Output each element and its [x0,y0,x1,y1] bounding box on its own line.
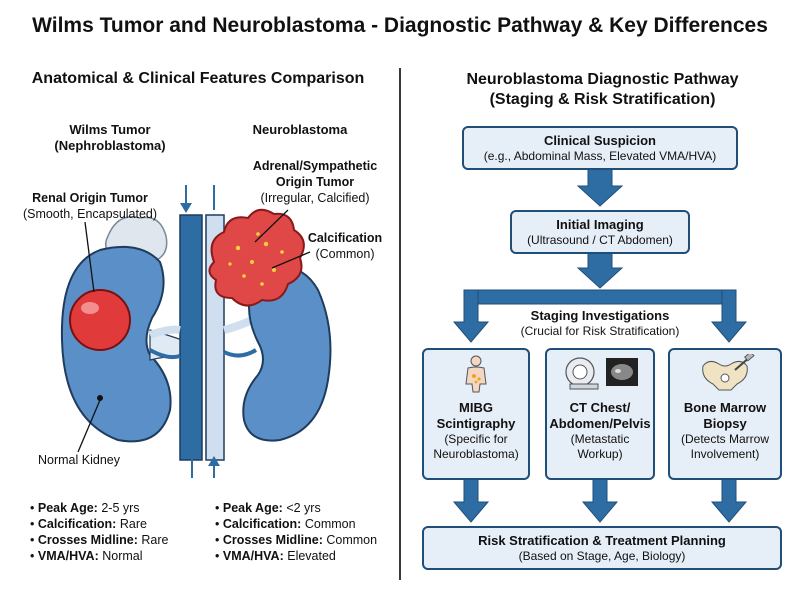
wilms-fact-item: • Crosses Midline: Rare [30,533,169,547]
neuro-fact-item: • VMA/HVA: Elevated [215,549,336,563]
flow-arrow-mibg [452,475,490,523]
ct-box: CT Chest/ Abdomen/Pelvis (Metastatic Wor… [545,348,655,480]
flow-arrow-ct [581,477,619,523]
left-panel-heading: Anatomical & Clinical Features Compariso… [31,70,365,87]
clinical-suspicion-box: Clinical Suspicion (e.g., Abdominal Mass… [462,126,738,170]
flow-arrow-right [710,289,748,343]
wilms-column-title: Wilms Tumor (Nephroblastoma) [54,122,166,153]
right-panel-heading: Neuroblastoma Diagnostic Pathway (Stagin… [466,71,739,108]
wilms-fact-item: • Peak Age: 2-5 yrs [30,501,140,515]
flow-arrow-1 [576,167,624,207]
renal-origin-label: Renal Origin Tumor (Smooth, Encapsulated… [22,191,158,221]
neuro-column-title: Neuroblastoma [252,122,348,137]
calcification-label: Calcification (Common) [307,231,383,261]
staging-investigations-label: Staging Investigations (Crucial for Risk… [520,308,680,338]
wilms-facts-list: • Peak Age: 2-5 yrs • Calcification: Rar… [30,500,168,564]
wilms-fact-item: • VMA/HVA: Normal [30,549,143,563]
neuroblastoma-tumor [208,208,305,307]
body-scan-icon [465,355,487,393]
risk-stratification-box: Risk Stratification & Treatment Planning… [422,526,782,570]
mibg-box: MIBG Scintigraphy (Specific for Neurobla… [422,348,530,480]
flow-arrow-2 [576,249,624,289]
pelvis-needle-icon [702,354,755,391]
flow-branch-bar [469,289,733,305]
flow-arrow-bm [710,475,748,523]
bone-marrow-box: Bone Marrow Biopsy (Detects Marrow Invol… [668,348,782,480]
normal-kidney-label: Normal Kidney [38,453,120,467]
page-title: Wilms Tumor and Neuroblastoma - Diagnost… [32,14,768,37]
calcification-dots [228,232,284,286]
ct-image-icon [606,358,638,386]
initial-imaging-box: Initial Imaging (Ultrasound / CT Abdomen… [510,210,690,254]
neuro-fact-item: • Peak Age: <2 yrs [215,501,321,515]
neuro-fact-item: • Calcification: Common [215,517,356,531]
neuro-facts-list: • Peak Age: <2 yrs • Calcification: Comm… [215,500,377,564]
wilms-tumor [69,289,131,351]
down-arrow-icon [180,203,192,213]
ct-scanner-icon [565,357,599,390]
aorta [179,214,203,461]
flowchart-arrows [452,167,748,523]
flow-arrow-left [452,289,490,343]
right-kidney [242,265,332,442]
neuro-fact-item: • Crosses Midline: Common [215,533,378,547]
up-arrow-icon [208,456,220,466]
wilms-fact-item: • Calcification: Rare [30,517,147,531]
adrenal-origin-label: Adrenal/Sympathetic Origin Tumor (Irregu… [252,159,378,205]
panel-divider [399,68,401,580]
anatomy-illustration [60,185,332,478]
